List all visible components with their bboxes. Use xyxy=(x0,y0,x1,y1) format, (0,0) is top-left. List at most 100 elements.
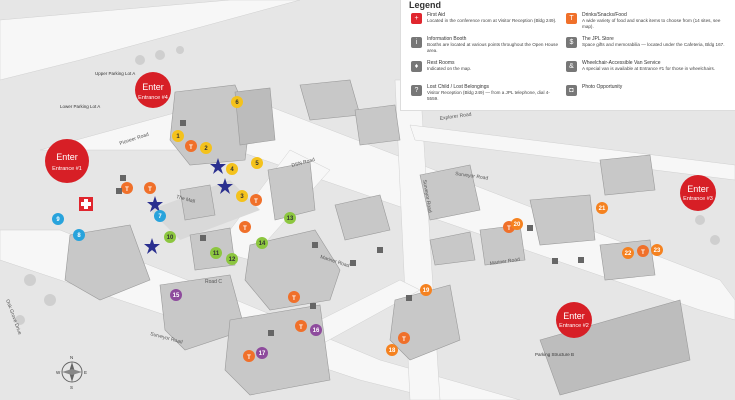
marker-12[interactable]: 12 xyxy=(226,253,238,265)
marker-9[interactable]: 9 xyxy=(52,213,64,225)
info-icon: i xyxy=(411,37,422,48)
legend-name: Wheelchair-Accessible Van Service xyxy=(582,60,661,66)
food-marker[interactable]: T xyxy=(121,182,133,194)
svg-text:7: 7 xyxy=(158,214,162,220)
svg-text:11: 11 xyxy=(213,251,220,257)
legend-desc: Located in the conference room at Visito… xyxy=(427,18,557,23)
entrance-1[interactable]: Enter Entrance #1 xyxy=(45,139,89,183)
star-marker xyxy=(144,238,160,254)
food-marker[interactable]: T xyxy=(250,194,262,206)
legend-name: Rest Rooms xyxy=(427,60,455,66)
marker-19[interactable]: 19 xyxy=(420,284,432,296)
marker-20[interactable]: 20 xyxy=(511,218,523,230)
svg-text:T: T xyxy=(254,199,258,205)
info-marker xyxy=(312,242,318,248)
entrance-2-label: Enter xyxy=(563,311,585,321)
entrance-4[interactable]: Enter Entrance #4 xyxy=(135,72,171,108)
marker-4[interactable]: 4 xyxy=(226,163,238,175)
road-label-explorer: Explorer Road xyxy=(439,112,472,122)
camera-icon: ◘ xyxy=(566,85,577,96)
marker-13[interactable]: 13 xyxy=(284,212,296,224)
info-marker xyxy=(120,175,126,181)
entrance-3[interactable]: Enter Entrance #3 xyxy=(680,175,716,211)
svg-text:T: T xyxy=(402,337,406,343)
svg-text:T: T xyxy=(148,187,152,193)
legend-item-first-aid: + First Aid Located in the conference ro… xyxy=(411,12,561,36)
svg-text:14: 14 xyxy=(259,241,266,247)
svg-text:1: 1 xyxy=(176,134,180,140)
entrance-2[interactable]: Enter Entrance #2 xyxy=(556,302,592,338)
food-marker[interactable]: T xyxy=(398,332,410,344)
svg-text:5: 5 xyxy=(255,161,259,167)
info-marker xyxy=(350,260,356,266)
marker-11[interactable]: 11 xyxy=(210,247,222,259)
svg-text:2: 2 xyxy=(204,146,208,152)
marker-21[interactable]: 21 xyxy=(596,202,608,214)
marker-22[interactable]: 22 xyxy=(622,247,634,259)
marker-17[interactable]: 17 xyxy=(256,347,268,359)
legend-desc: Space gifts and memorabilia — located un… xyxy=(582,42,725,47)
legend-name: First Aid xyxy=(427,12,446,18)
entrance-3-sub: Entrance #3 xyxy=(683,196,713,202)
food-markers: T T T T T T T T T T T xyxy=(121,140,649,362)
road-label-mall: The Mall xyxy=(175,194,195,205)
food-marker[interactable]: T xyxy=(144,182,156,194)
marker-15[interactable]: 15 xyxy=(170,289,182,301)
svg-text:15: 15 xyxy=(173,293,180,299)
marker-6[interactable]: 6 xyxy=(231,96,243,108)
info-markers xyxy=(116,120,584,336)
svg-text:12: 12 xyxy=(229,257,236,263)
marker-1[interactable]: 1 xyxy=(172,130,184,142)
lot-label-upper: Upper Parking Lot A xyxy=(95,71,135,76)
lost-child-icon: ? xyxy=(411,85,422,96)
svg-text:3: 3 xyxy=(240,194,244,200)
legend-desc: A wide variety of food and snack items t… xyxy=(582,18,721,29)
marker-8[interactable]: 8 xyxy=(73,229,85,241)
legend-panel: Legend + First Aid Located in the confer… xyxy=(400,0,735,111)
info-marker xyxy=(377,247,383,253)
info-marker xyxy=(406,295,412,301)
info-marker xyxy=(578,257,584,263)
marker-14[interactable]: 14 xyxy=(256,237,268,249)
star-marker xyxy=(147,196,163,212)
legend-name: Drinks/Snacks/Food xyxy=(582,12,627,18)
marker-23[interactable]: 23 xyxy=(651,244,663,256)
marker-2[interactable]: 2 xyxy=(200,142,212,154)
compass: N S E W xyxy=(56,355,87,390)
legend-name: Lost Child / Lost Belongings xyxy=(427,84,489,90)
marker-18[interactable]: 18 xyxy=(386,344,398,356)
marker-7[interactable]: 7 xyxy=(154,210,166,222)
legend-name: The JPL Store xyxy=(582,36,614,42)
food-marker[interactable]: T xyxy=(239,221,251,233)
entrance-1-sub: Entrance #1 xyxy=(52,166,82,172)
legend-item-restroom: ♦ Rest Rooms Indicated on the map. xyxy=(411,60,561,84)
svg-text:6: 6 xyxy=(235,100,239,106)
compass-e: E xyxy=(84,370,87,375)
food-marker[interactable]: T xyxy=(288,291,300,303)
svg-text:T: T xyxy=(189,145,193,151)
marker-16[interactable]: 16 xyxy=(310,324,322,336)
legend-desc: A special van is available at Entrance #… xyxy=(582,66,716,71)
info-marker xyxy=(116,188,122,194)
food-marker[interactable]: T xyxy=(295,320,307,332)
marker-5[interactable]: 5 xyxy=(251,157,263,169)
compass-w: W xyxy=(56,370,61,375)
lot-label-parking-b: Parking Structure B xyxy=(535,352,574,357)
food-marker[interactable]: T xyxy=(243,350,255,362)
food-marker[interactable]: T xyxy=(637,245,649,257)
marker-10[interactable]: 10 xyxy=(164,231,176,243)
entrance-1-label: Enter xyxy=(56,152,78,162)
svg-text:4: 4 xyxy=(230,167,234,173)
first-aid-icon: + xyxy=(411,13,422,24)
road-label-roadc: Road C xyxy=(205,279,222,285)
first-aid-marker[interactable] xyxy=(79,197,93,211)
legend-column-left: + First Aid Located in the conference ro… xyxy=(411,12,561,108)
food-marker[interactable]: T xyxy=(185,140,197,152)
marker-3[interactable]: 3 xyxy=(236,190,248,202)
legend-desc: Indicated on the map. xyxy=(427,66,472,71)
svg-text:16: 16 xyxy=(313,328,320,334)
legend-column-right: T Drinks/Snacks/Food A wide variety of f… xyxy=(566,12,731,108)
svg-text:13: 13 xyxy=(287,216,294,222)
legend-desc: Visitor Reception (Bldg 249) — from a JP… xyxy=(427,90,550,101)
info-marker xyxy=(200,235,206,241)
